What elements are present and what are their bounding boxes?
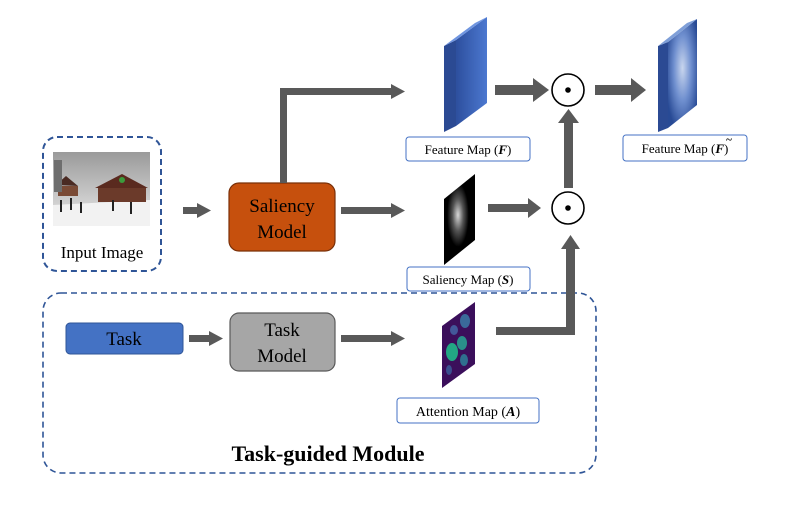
output-feature-map-label: Feature Map (F) xyxy=(642,141,729,156)
arrow-feature-map-to-multiply xyxy=(495,78,549,102)
feature-map-label-box xyxy=(405,136,531,162)
arrow-attention-to-multiply xyxy=(496,235,580,335)
task-label: Task xyxy=(106,329,142,350)
arrow-saliency-model-to-feature-map xyxy=(280,84,405,183)
arrow-saliency-model-to-saliency-map xyxy=(341,203,405,218)
feature-map-slab xyxy=(444,17,487,132)
output-feature-map-label-box xyxy=(622,134,748,162)
attention-map-label: Attention Map (A) xyxy=(416,405,521,420)
output-feature-map-slab xyxy=(658,19,697,132)
task-model-box[interactable] xyxy=(229,312,336,372)
multiply-operator-bottom xyxy=(551,191,585,225)
task-model-label-line2: Model xyxy=(257,346,307,367)
arrow-input-to-saliency-model xyxy=(183,203,211,218)
arrow-multiply-up xyxy=(558,109,579,188)
input-image-label: Input Image xyxy=(61,243,144,262)
attention-map-label-box xyxy=(396,397,540,424)
saliency-map-label: Saliency Map (S) xyxy=(423,272,514,287)
feature-map-label: Feature Map (F) xyxy=(425,142,512,157)
saliency-map-image xyxy=(444,174,475,265)
arrow-task-model-to-attention-map xyxy=(341,331,405,346)
output-feature-map-tilde: ~ xyxy=(726,134,732,146)
task-guided-module-frame xyxy=(42,292,597,474)
task-model-label-line1: Task xyxy=(264,320,300,341)
multiply-operator-top xyxy=(551,73,585,107)
input-image-frame xyxy=(42,136,162,272)
task-guided-module-title: Task-guided Module xyxy=(232,441,425,466)
input-image-photo xyxy=(53,152,150,226)
arrow-multiply-to-output xyxy=(595,78,646,102)
saliency-model-label-line2: Model xyxy=(257,222,307,243)
saliency-model-label-line1: Saliency xyxy=(249,196,315,217)
attention-map-image xyxy=(442,302,475,388)
task-box[interactable] xyxy=(65,322,184,355)
arrow-task-to-task-model xyxy=(189,331,223,346)
saliency-map-label-box xyxy=(406,266,531,292)
arrow-saliency-map-to-multiply xyxy=(488,198,541,218)
